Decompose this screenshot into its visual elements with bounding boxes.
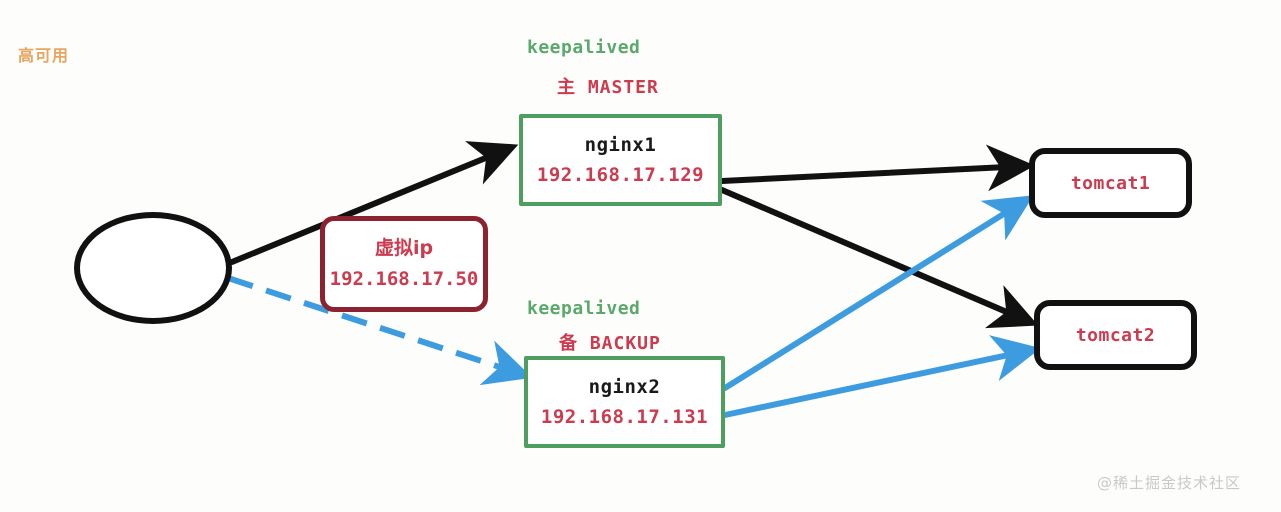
role-backup-label: 备 BACKUP bbox=[559, 333, 661, 354]
edge-nginx1-to-tomcat1 bbox=[719, 144, 1035, 192]
watermark: @稀土掘金技术社区 bbox=[1097, 474, 1242, 492]
keepalived-backup-label: keepalived bbox=[527, 298, 641, 319]
role-master-label: 主 MASTER bbox=[557, 77, 659, 98]
edge-nginx2-to-tomcat1 bbox=[722, 195, 1034, 391]
tomcat1-node[interactable]: tomcat1 bbox=[1029, 148, 1192, 218]
virtual-ip-address: 192.168.17.50 bbox=[329, 268, 479, 290]
nginx1-ip: 192.168.17.129 bbox=[536, 163, 705, 186]
virtual-ip-title: 虚拟ip bbox=[374, 237, 434, 260]
client-node[interactable] bbox=[74, 212, 232, 324]
tomcat2-node[interactable]: tomcat2 bbox=[1034, 300, 1197, 370]
nginx2-name: nginx2 bbox=[588, 375, 661, 398]
nginx2-ip: 192.168.17.131 bbox=[540, 405, 709, 428]
edge-nginx1-to-tomcat2 bbox=[719, 187, 1039, 329]
high-availability-label: 高可用 bbox=[18, 46, 70, 65]
nginx2-node[interactable]: nginx2 192.168.17.131 bbox=[524, 356, 725, 448]
tomcat2-name: tomcat2 bbox=[1075, 324, 1156, 346]
virtual-ip-node[interactable]: 虚拟ip 192.168.17.50 bbox=[320, 216, 488, 312]
nginx1-node[interactable]: nginx1 192.168.17.129 bbox=[519, 114, 722, 206]
edge-nginx2-to-tomcat2 bbox=[722, 335, 1041, 418]
nginx1-name: nginx1 bbox=[584, 133, 657, 156]
tomcat1-name: tomcat1 bbox=[1070, 172, 1151, 194]
keepalived-master-label: keepalived bbox=[527, 37, 641, 58]
